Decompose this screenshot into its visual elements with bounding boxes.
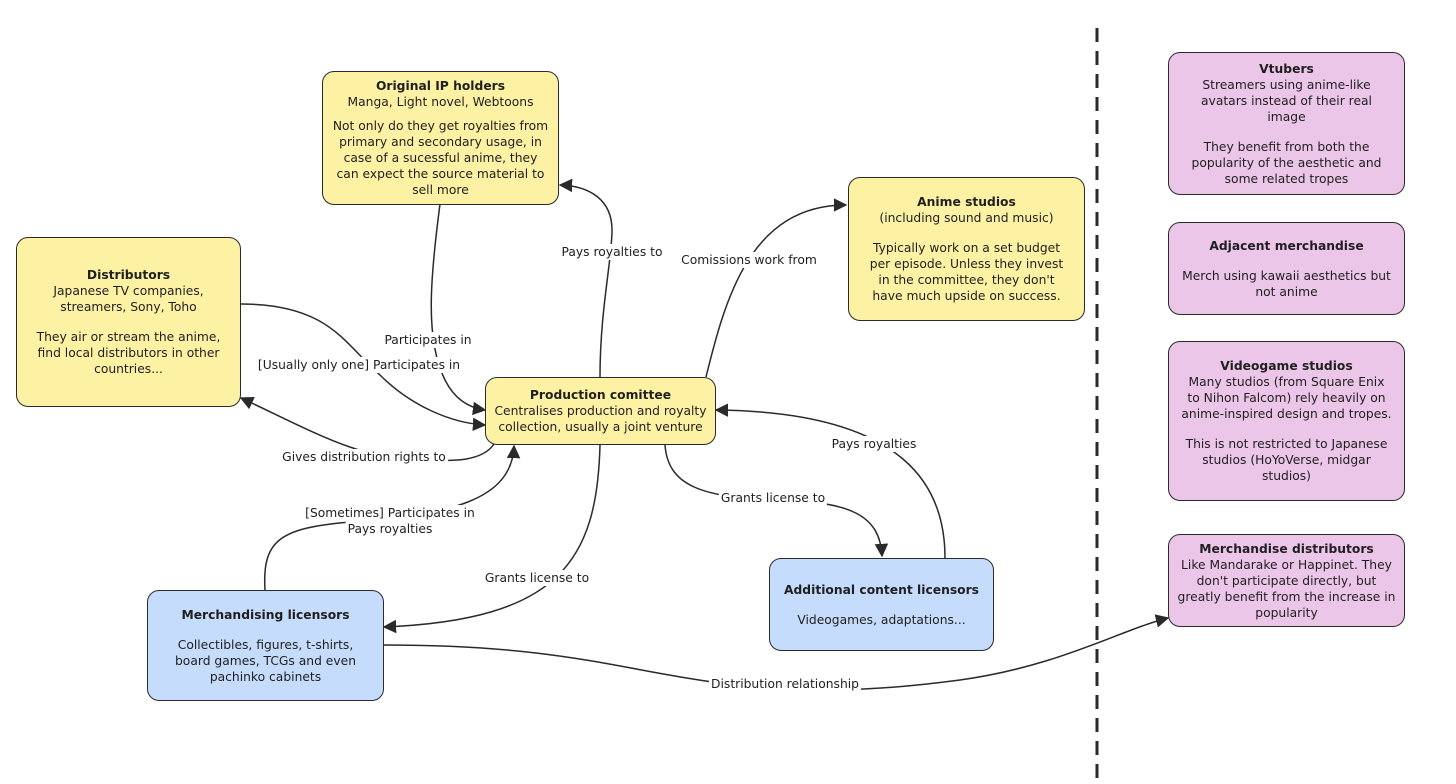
node-title: Adjacent merchandise [1209,238,1364,253]
node-videogame-studios: Videogame studios Many studios (from Squ… [1168,341,1405,501]
edge-pays-royalties [714,403,946,559]
node-title: Additional content licensors [783,582,979,597]
node-adjacent-merchandise: Adjacent merchandise Merch using kawaii … [1168,222,1405,315]
edge-usually-only-one [240,303,487,432]
node-subtitle: Streamers using anime-like avatars inste… [1201,77,1372,124]
label-sometimes-pays: Pays royalties [345,521,435,537]
label-pays-royalties-to: Pays royalties to [559,244,665,260]
edge-pays-royalties-to [558,178,613,378]
node-distributors: Distributors Japanese TV companies, stre… [16,237,241,407]
label-grants-license-content: Grants license to [718,490,828,506]
node-original-ip-holders: Original IP holders Manga, Light novel, … [322,71,559,205]
label-participates-in: Participates in [382,332,474,348]
node-title: Production comittee [529,388,672,402]
node-vtubers: Vtubers Streamers using anime-like avata… [1168,52,1405,195]
node-merchandising-licensors: Merchandising licensors Collectibles, fi… [147,590,384,701]
node-merchandise-distributors: Merchandise distributors Like Mandarake … [1168,534,1405,627]
node-body: Merch using kawaii aesthetics but not an… [1182,268,1391,299]
label-comissions-work-from: Comissions work from [679,252,819,268]
label-distribution-relationship: Distribution relationship [709,676,861,692]
edge-comissions-work-from [705,198,848,378]
node-body: They benefit from both the popularity of… [1191,139,1382,186]
label-usually-only-one: [Usually only one] Participates in [255,357,463,373]
node-body: Videogames, adaptations... [797,612,966,627]
label-sometimes-participates: [Sometimes] Participates in [303,505,477,521]
node-body: They air or stream the anime, find local… [36,330,221,376]
label-gives-distribution: Gives distribution rights to [280,449,448,465]
node-anime-studios: Anime studios (including sound and music… [848,177,1085,321]
node-subtitle: Japanese TV companies, streamers, Sony, … [53,284,204,314]
node-title: Original IP holders [375,79,506,93]
node-subtitle: (including sound and music) [879,211,1054,225]
node-subtitle: Centralises production and royalty colle… [494,404,707,434]
edge-participates-in [430,203,487,416]
node-title: Merchandise distributors [1199,541,1374,556]
node-subtitle: Manga, Light novel, Webtoons [347,95,534,109]
node-title: Merchandising licensors [181,607,350,622]
node-title: Anime studios [917,195,1016,209]
node-body: Not only do they get royalties from prim… [332,119,549,197]
node-additional-content-licensors: Additional content licensors Videogames,… [769,558,994,651]
node-body: This is not restricted to Japanese studi… [1185,437,1388,483]
node-title: Videogame studios [1220,359,1353,373]
label-grants-license-merch: Grants license to [482,570,592,586]
label-pays-royalties: Pays royalties [829,436,919,452]
node-body: Collectibles, figures, t-shirts, board g… [175,637,356,684]
node-title: Vtubers [1259,61,1314,76]
node-subtitle: Like Mandarake or Happinet. They don't p… [1177,557,1396,620]
node-title: Distributors [86,268,171,282]
node-production-comittee: Production comittee Centralises producti… [485,377,716,445]
node-subtitle: Many studios (from Square Enix to Nihon … [1181,375,1392,421]
node-body: Typically work on a set budget per episo… [869,241,1064,303]
